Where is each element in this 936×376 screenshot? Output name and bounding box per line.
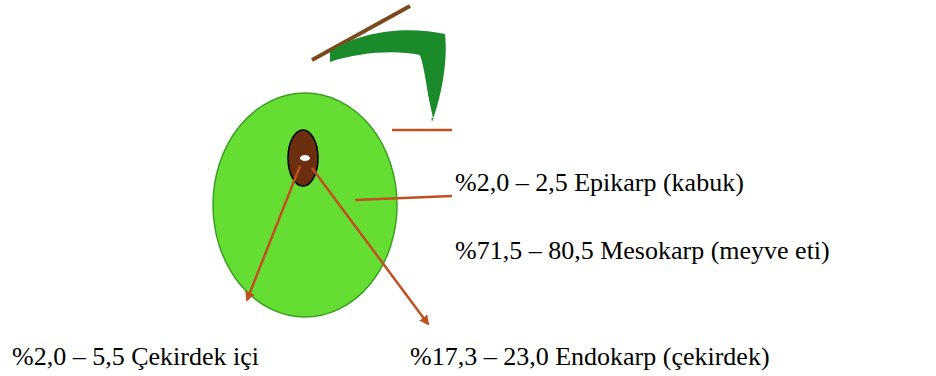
part-label: %71,5 – 80,5 Mesokarp (meyve eti) (455, 236, 830, 265)
leader-line (392, 129, 452, 132)
part-label: %2,0 – 5,5 Çekirdek içi (12, 342, 259, 371)
olive-fruit (213, 93, 397, 317)
part-label: %2,0 – 2,5 Epikarp (kabuk) (455, 168, 744, 197)
leader-arrow (312, 168, 428, 324)
label-holder: %17,3 – 23,0 Endokarp (çekirdek) (410, 342, 770, 372)
label-holder: %71,5 – 80,5 Mesokarp (meyve eti) (455, 236, 830, 266)
pit-kernel (300, 155, 310, 161)
leaf-vein (418, 58, 432, 118)
olive-pit (288, 130, 318, 186)
label-holder: %2,0 – 5,5 Çekirdek içi (12, 342, 259, 372)
leader-arrow (247, 166, 300, 300)
label-holder: %2,0 – 2,5 Epikarp (kabuk) (455, 168, 744, 198)
part-label: %17,3 – 23,0 Endokarp (çekirdek) (410, 342, 770, 371)
leader-line (355, 196, 452, 200)
